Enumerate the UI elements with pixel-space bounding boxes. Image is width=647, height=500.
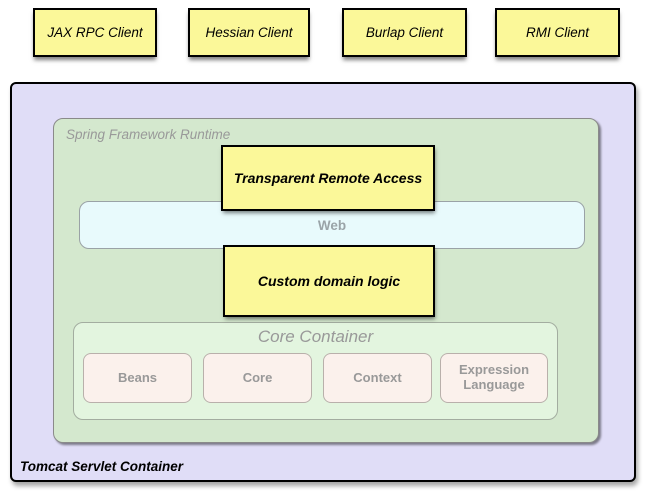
transparent-remote-access-label: Transparent Remote Access (233, 170, 423, 186)
module-label: Beans (117, 369, 158, 385)
client-box-hessian: Hessian Client (188, 8, 310, 57)
custom-domain-logic-box: Custom domain logic (223, 245, 435, 317)
web-layer-label: Web (317, 217, 347, 233)
client-box-jax-rpc: JAX RPC Client (33, 8, 157, 57)
custom-domain-logic-label: Custom domain logic (257, 273, 401, 289)
core-container-label: Core Container (257, 327, 374, 346)
core-container: Core Container Beans Core Context Expres… (73, 322, 558, 420)
module-label: Core (242, 369, 273, 385)
module-context: Context (323, 353, 432, 403)
client-box-burlap: Burlap Client (342, 8, 467, 57)
module-expression-language: Expression Language (440, 353, 548, 403)
client-label: Burlap Client (365, 25, 444, 40)
client-label: Hessian Client (205, 25, 293, 40)
tomcat-container-label: Tomcat Servlet Container (20, 459, 184, 474)
module-beans: Beans (83, 353, 192, 403)
transparent-remote-access-box: Transparent Remote Access (221, 145, 435, 211)
module-core: Core (203, 353, 312, 403)
module-label: Context (353, 369, 402, 385)
tomcat-servlet-container: Spring Framework Runtime Web Transparent… (10, 82, 636, 482)
client-label: RMI Client (525, 25, 589, 40)
spring-runtime-label: Spring Framework Runtime (66, 127, 231, 142)
spring-framework-runtime: Spring Framework Runtime Web Transparent… (53, 118, 599, 443)
client-box-rmi: RMI Client (495, 8, 620, 57)
module-label: Expression Language (458, 362, 530, 392)
client-label: JAX RPC Client (47, 25, 143, 40)
